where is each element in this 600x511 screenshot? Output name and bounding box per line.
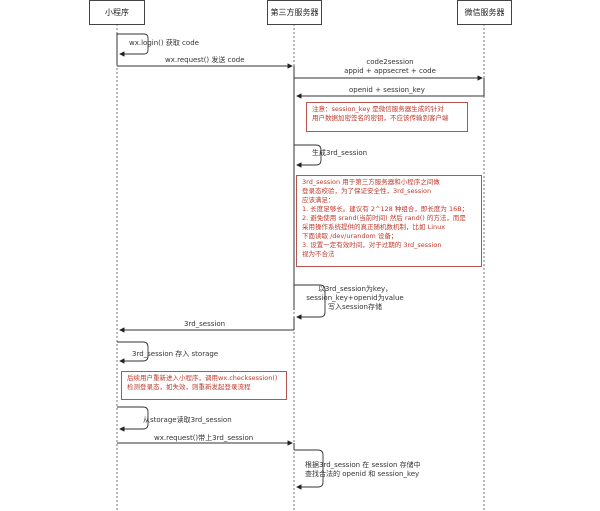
note-line: 应该满足： bbox=[302, 196, 335, 204]
msg-wx-request-code: wx.request() 发送 code bbox=[165, 56, 245, 64]
msg-code2session-params: appid + appsecret + code bbox=[344, 67, 436, 75]
msg-lookup-2: 查找合法的 openid 和 session_key bbox=[305, 470, 420, 478]
note-line: 登录态校验，为了保证安全性，3rd_session bbox=[302, 187, 432, 195]
note-line: 1. 长度足够长。建议有 2^128 种组合，即长度为 16B； bbox=[302, 205, 469, 213]
msg-wx-login: wx.login() 获取 code bbox=[129, 39, 199, 47]
msg-3rd-session-return: 3rd_session bbox=[184, 320, 226, 328]
msg-write-session-1: 以3rd_session为key， bbox=[317, 285, 393, 293]
note-line: 3. 设置一定有效时间，对于过期的 3rd_session bbox=[302, 241, 442, 249]
actor-miniprogram: 小程序 bbox=[89, 0, 145, 25]
actor-label: 微信服务器 bbox=[464, 8, 505, 17]
note-line: 采用操作系统提供的真正随机数机制，比如 Linux bbox=[302, 223, 446, 231]
msg-code2session: code2session bbox=[366, 58, 414, 66]
msg-read-storage: 从storage读取3rd_session bbox=[143, 416, 232, 424]
msg-write-session-2: session_key+openid为value bbox=[306, 294, 404, 302]
note-line: 注意：session_key 是微信服务器生成的针对 bbox=[312, 105, 444, 113]
actor-wechat: 微信服务器 bbox=[457, 0, 512, 25]
note-line: 视为不合法 bbox=[302, 250, 335, 258]
actor-label: 小程序 bbox=[105, 8, 129, 17]
note-line: 检测登录态，如失效，则重新发起登录流程 bbox=[127, 383, 251, 391]
msg-wx-request-3rd-session: wx.request()带上3rd_session bbox=[154, 434, 254, 442]
actor-label: 第三方服务器 bbox=[270, 8, 319, 17]
note-line: 用户数据加密签名的密钥，不应该传输到客户端 bbox=[312, 114, 449, 122]
note-line: 3rd_session 用于第三方服务器和小程序之间做 bbox=[302, 178, 440, 186]
note-checksession: 后续用户重新进入小程序，调用wx.checksession() 检测登录态，如失… bbox=[121, 371, 287, 400]
note-line: 后续用户重新进入小程序，调用wx.checksession() bbox=[127, 374, 278, 382]
note-line: 下面读取 /dev/urandom 设备； bbox=[302, 232, 398, 240]
note-line: 2. 避免使用 srand(当前时间) 然后 rand() 的方法，而是 bbox=[302, 214, 466, 222]
note-session-key-warning: 注意：session_key 是微信服务器生成的针对 用户数据加密签名的密钥，不… bbox=[306, 102, 468, 132]
note-3rd-session-requirements: 3rd_session 用于第三方服务器和小程序之间做 登录态校验，为了保证安全… bbox=[296, 175, 482, 267]
msg-lookup-1: 根据3rd_session 在 session 存储中 bbox=[305, 461, 421, 469]
msg-openid-session-key: openid + session_key bbox=[349, 86, 425, 94]
msg-store-storage: 3rd_session 存入 storage bbox=[132, 350, 219, 358]
msg-generate-3rd-session: 生成3rd_session bbox=[312, 149, 368, 157]
msg-write-session-3: 写入session存储 bbox=[328, 303, 382, 311]
actor-thirdparty: 第三方服务器 bbox=[267, 0, 322, 25]
